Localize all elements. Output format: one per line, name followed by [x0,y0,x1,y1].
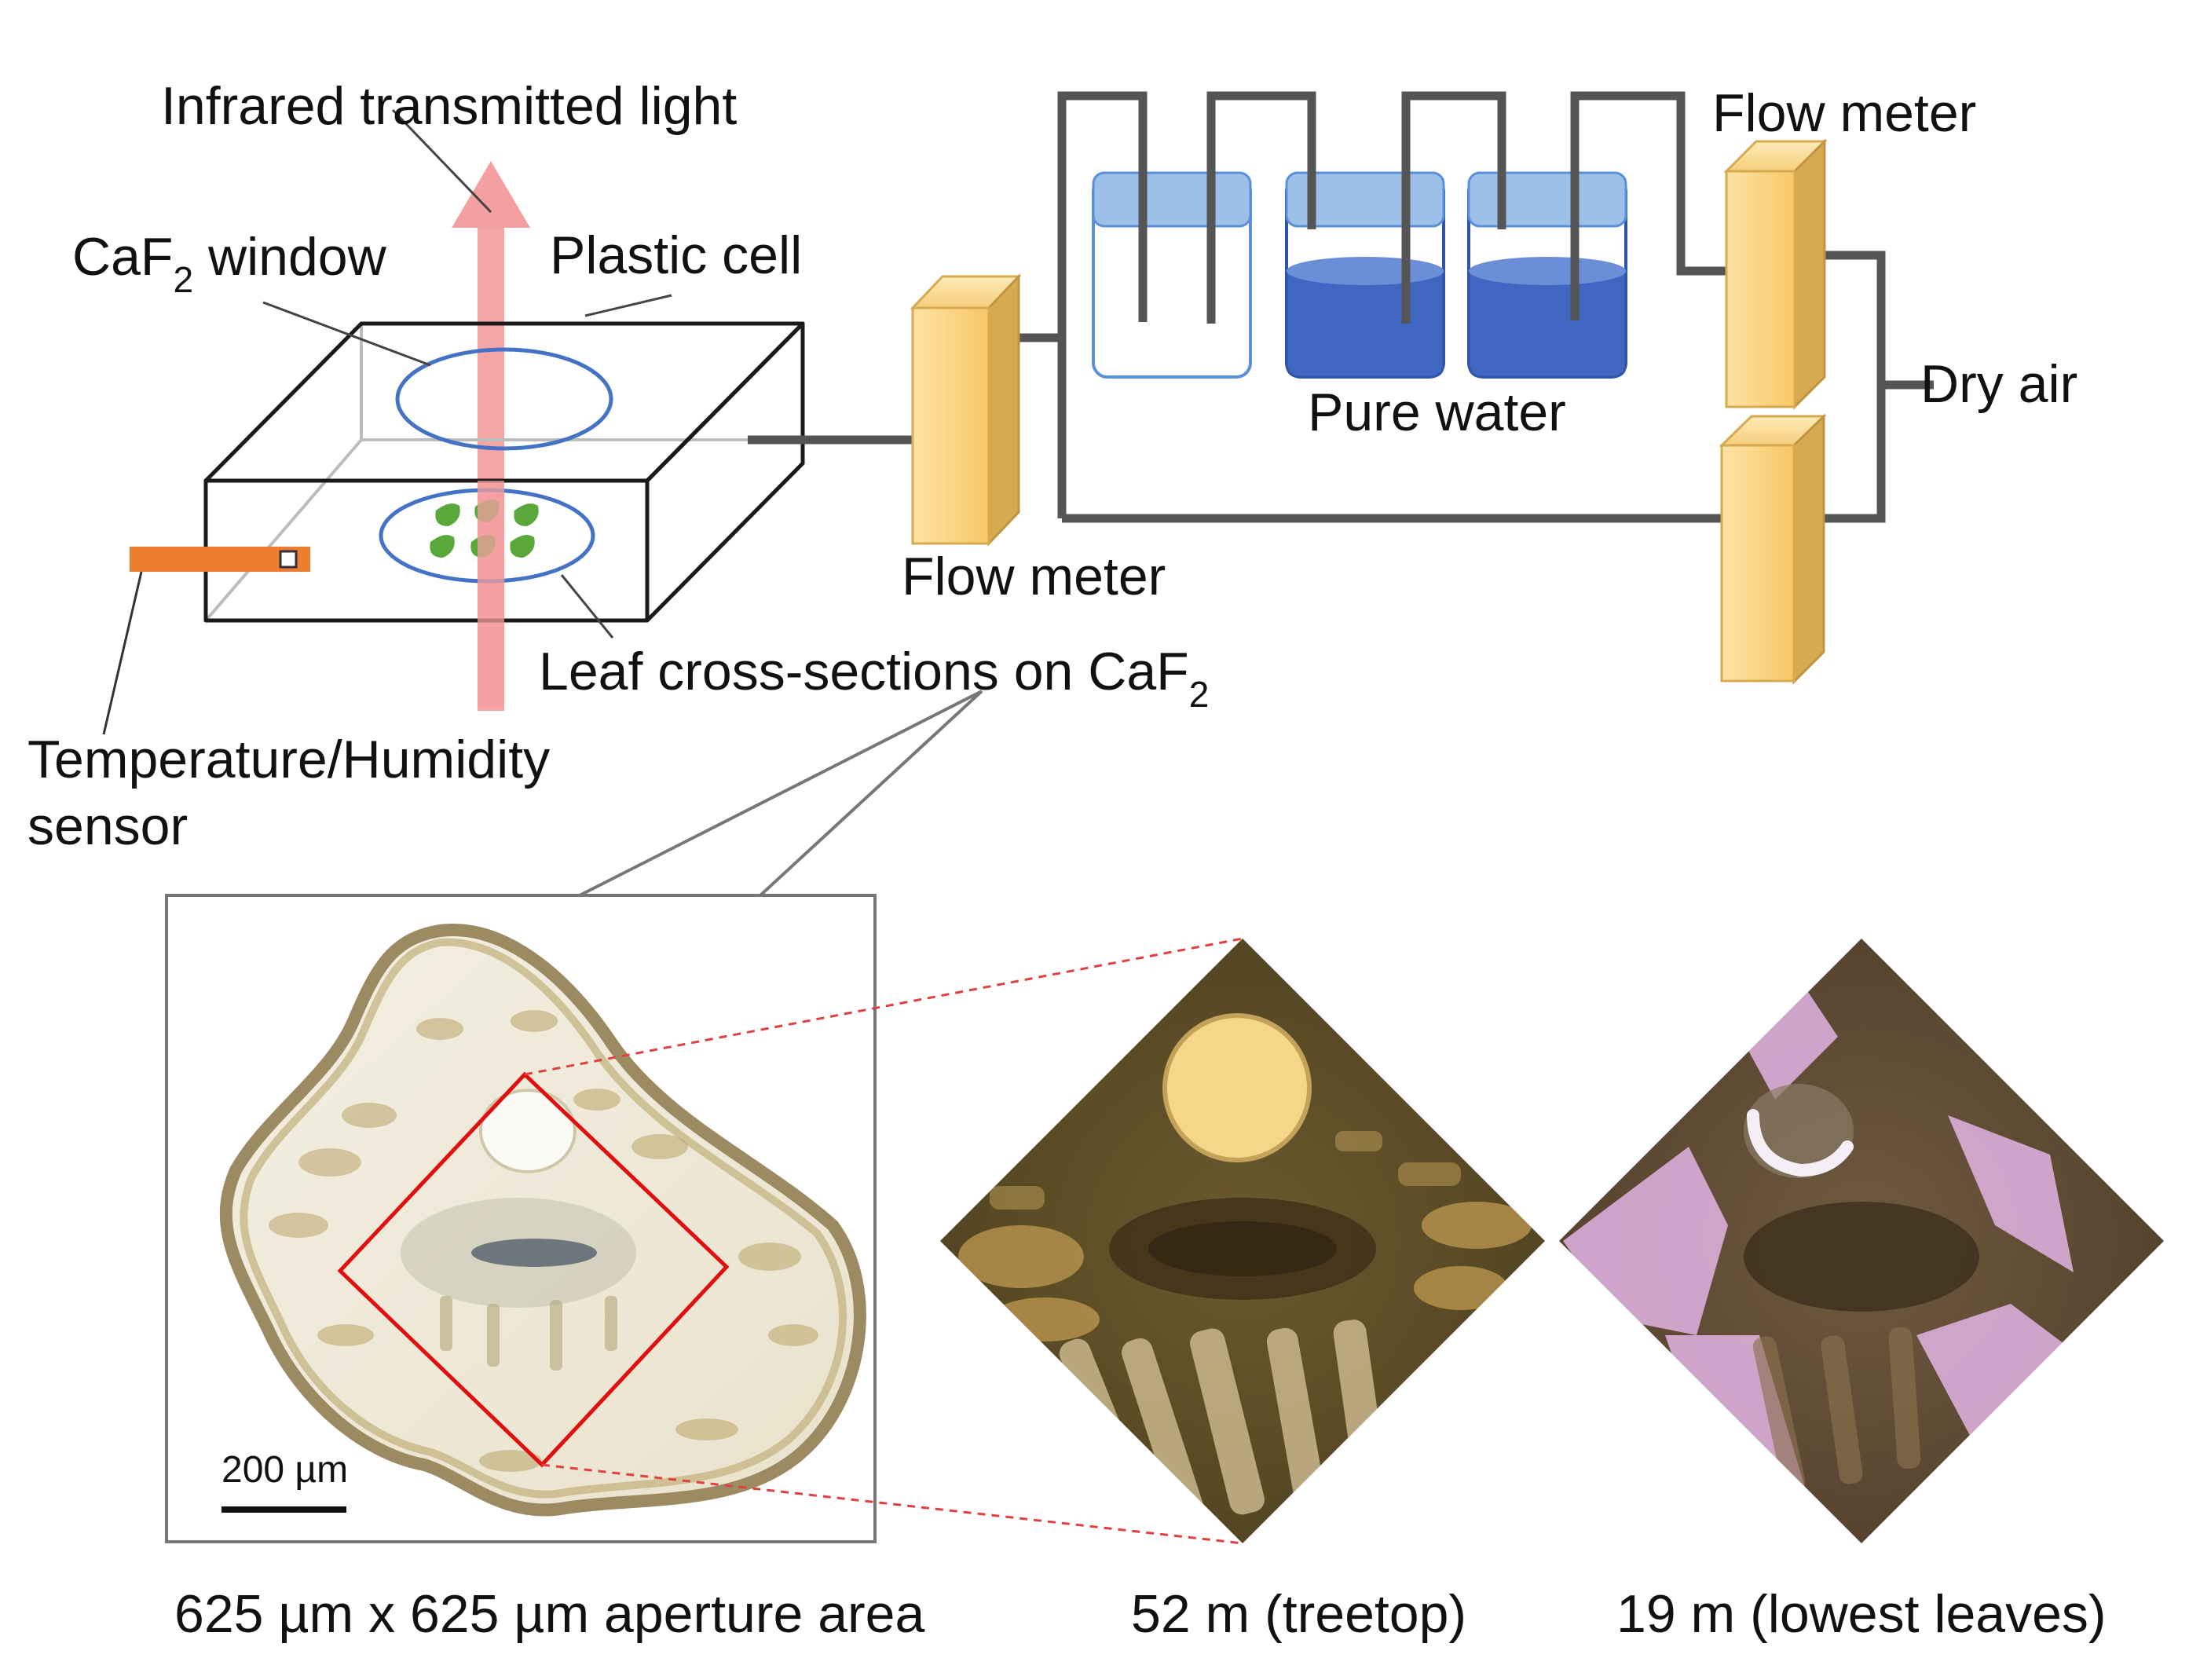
jar-empty [1092,171,1252,379]
labels: Infrared transmitted light CaF2 window P… [27,76,2107,1644]
micrograph-treetop [940,939,1545,1543]
label-flow-meter-top: Flow meter [1712,83,1976,143]
jar-water-2 [1467,171,1627,379]
flow-meter-top-right [1723,138,1828,410]
label-flow-meter-left: Flow meter [902,547,1166,606]
leader-lines [262,108,672,639]
flow-meter-bottom-right [1719,413,1827,685]
label-pure-water: Pure water [1308,382,1566,442]
temperature-humidity-sensor [102,547,310,735]
leaf-dot [514,503,539,526]
leaf-photo-panel: 200 µm [165,894,877,1543]
leaf-cross-section-image [219,924,866,1517]
label-lowest-leaves: 19 m (lowest leaves) [1616,1584,2107,1644]
label-aperture-area: 625 µm x 625 µm aperture area [174,1584,924,1644]
leaf-dot [430,535,455,558]
caf2-window [395,347,613,451]
label-treetop: 52 m (treetop) [1131,1584,1466,1644]
tubing [748,91,1934,523]
label-caf2-window: CaF2 window [72,227,387,300]
label-leaf-cross-sections: Leaf cross-sections on CaF2 [539,642,1209,715]
scale-bar-label: 200 µm [221,1449,348,1491]
flow-meter-left [910,273,1022,547]
zoom-callout [579,690,983,897]
zoom-dashed-lines [524,937,1243,1545]
leaf-dot [510,535,535,558]
label-plastic-cell: Plastic cell [550,225,802,285]
leaf-dot [435,503,460,526]
micrograph-lowest-leaves [1559,939,2164,1543]
label-dry-air: Dry air [1920,354,2077,414]
label-infrared-light: Infrared transmitted light [161,76,737,136]
